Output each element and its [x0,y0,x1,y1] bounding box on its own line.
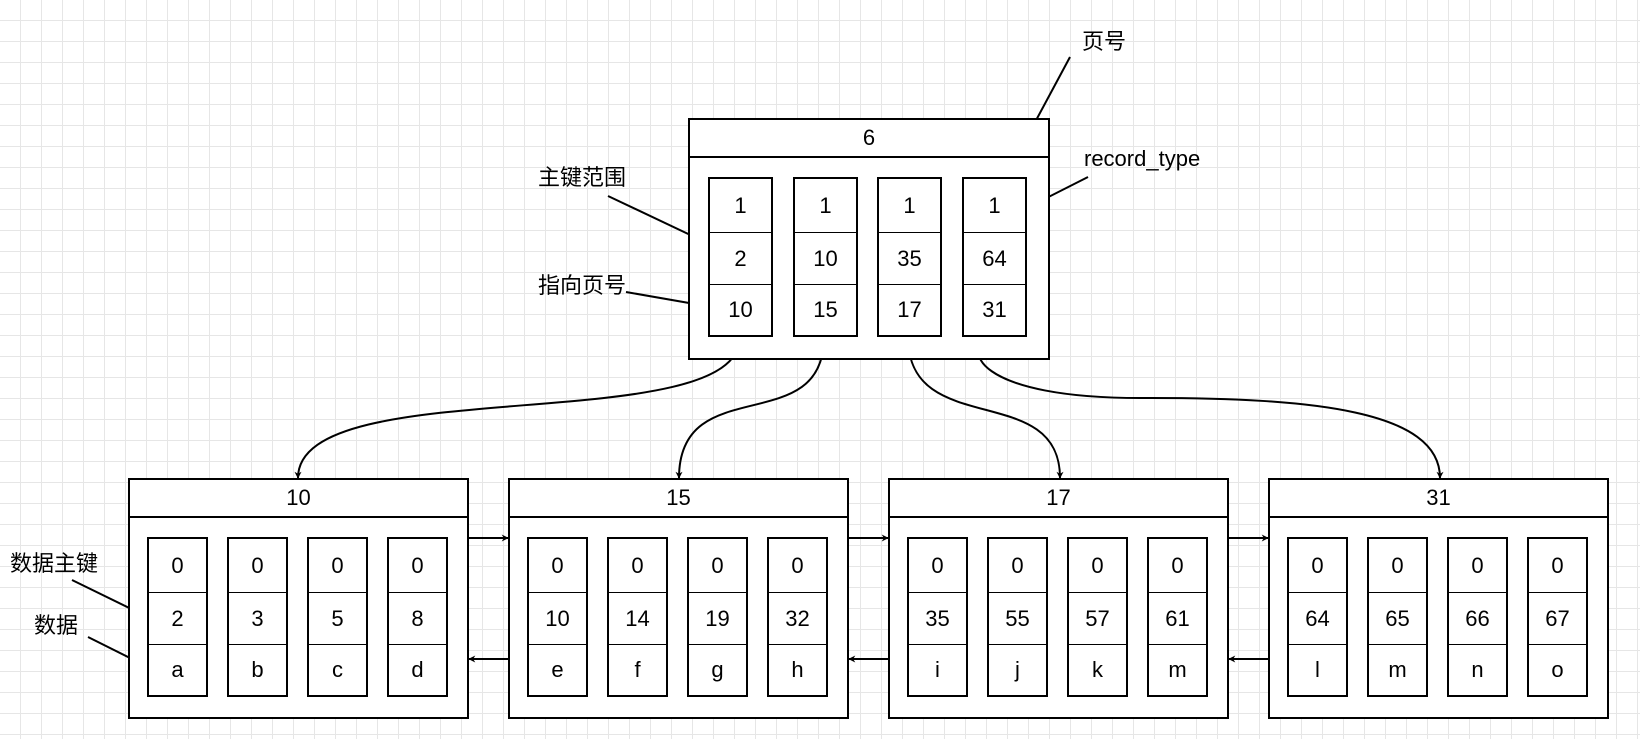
leaf-record: 0 2 a [147,537,208,697]
child-page-pointer-cell: 17 [897,297,922,322]
leaf-page-number: 31 [1270,480,1607,518]
record-type-cell: 0 [931,552,944,578]
record-type-cell: 0 [791,552,804,578]
primary-key-cell: 14 [609,592,666,645]
child-page-pointer-cell: 31 [982,297,1007,322]
leaf-page-number: 15 [510,480,847,518]
record-type-cell: 1 [903,192,916,218]
data-cell: d [411,657,424,682]
record-type-cell: 0 [1551,552,1564,578]
primary-key-cell: 10 [529,592,586,645]
leaf-record: 0 55 j [987,537,1048,697]
record-type-cell: 1 [819,192,832,218]
data-cell: i [935,657,940,682]
record-type-cell: 0 [551,552,564,578]
primary-key-cell: 19 [689,592,746,645]
record-type-cell: 0 [411,552,424,578]
leaf-record: 0 35 i [907,537,968,697]
data-cell: n [1471,657,1484,682]
leaf-record: 0 67 o [1527,537,1588,697]
data-cell: m [1388,657,1407,682]
leaf-record: 0 10 e [527,537,588,697]
data-cell: o [1551,657,1564,682]
child-page-pointer-cell: 15 [813,297,838,322]
root-page-number: 6 [690,120,1048,158]
leaf-record: 0 61 m [1147,537,1208,697]
primary-key-cell: 61 [1149,592,1206,645]
record-type-cell: 0 [1471,552,1484,578]
child-pointer-curve [294,336,741,479]
record-type-cell: 0 [711,552,724,578]
primary-key-cell: 32 [769,592,826,645]
primary-key-cell: 3 [229,592,286,645]
data-cell: h [791,657,804,682]
leaf-record: 0 32 h [767,537,828,697]
data-cell: a [171,657,184,682]
primary-key-cell: 66 [1449,592,1506,645]
leaf-record: 0 3 b [227,537,288,697]
root-record: 1 2 10 [708,177,773,337]
leaf-record: 0 66 n [1447,537,1508,697]
data-cell: g [711,657,724,682]
annotation-record-type: record_type [1084,146,1201,171]
data-cell: f [634,657,641,682]
annotation-data: 数据 [34,613,79,638]
data-cell: j [1015,657,1020,682]
record-type-cell: 1 [988,192,1001,218]
leaf-page-number: 10 [130,480,467,518]
primary-key-cell: 67 [1529,592,1586,645]
data-cell: b [251,657,264,682]
leaf-record: 0 57 k [1067,537,1128,697]
key-range-cell: 35 [879,232,940,285]
leaf-record: 0 65 m [1367,537,1428,697]
primary-key-cell: 64 [1289,592,1346,645]
leaf-record: 0 19 g [687,537,748,697]
child-page-pointer-cell: 10 [728,297,753,322]
leaf-record: 0 5 c [307,537,368,697]
record-type-cell: 1 [734,192,747,218]
record-type-cell: 0 [1311,552,1324,578]
primary-key-cell: 35 [909,592,966,645]
record-type-cell: 0 [1091,552,1104,578]
root-record: 1 35 17 [877,177,942,337]
data-cell: m [1168,657,1187,682]
primary-key-cell: 8 [389,592,446,645]
key-range-cell: 2 [710,232,771,285]
record-type-cell: 0 [1391,552,1404,578]
leaf-page-number: 17 [890,480,1227,518]
annotation-data-key: 数据主键 [10,551,99,576]
record-type-cell: 0 [1011,552,1024,578]
data-cell: k [1092,657,1103,682]
data-cell: e [551,657,564,682]
annotation-page-number: 页号 [1082,29,1127,54]
primary-key-cell: 2 [149,592,206,645]
record-type-cell: 0 [631,552,644,578]
key-range-cell: 10 [795,232,856,285]
primary-key-cell: 65 [1369,592,1426,645]
record-type-cell: 0 [171,552,184,578]
record-type-cell: 0 [251,552,264,578]
primary-key-cell: 5 [309,592,366,645]
annotation-key-range: 主键范围 [538,165,627,190]
record-type-cell: 0 [1171,552,1184,578]
leaf-record: 0 64 l [1287,537,1348,697]
key-range-cell: 64 [964,232,1025,285]
root-record: 1 10 15 [793,177,858,337]
leaf-record: 0 8 d [387,537,448,697]
record-type-cell: 0 [331,552,344,578]
primary-key-cell: 57 [1069,592,1126,645]
primary-key-cell: 55 [989,592,1046,645]
data-cell: c [332,657,343,682]
root-record: 1 64 31 [962,177,1027,337]
annotation-points-to-page: 指向页号 [538,273,627,298]
data-cell: l [1315,657,1320,682]
leaf-record: 0 14 f [607,537,668,697]
